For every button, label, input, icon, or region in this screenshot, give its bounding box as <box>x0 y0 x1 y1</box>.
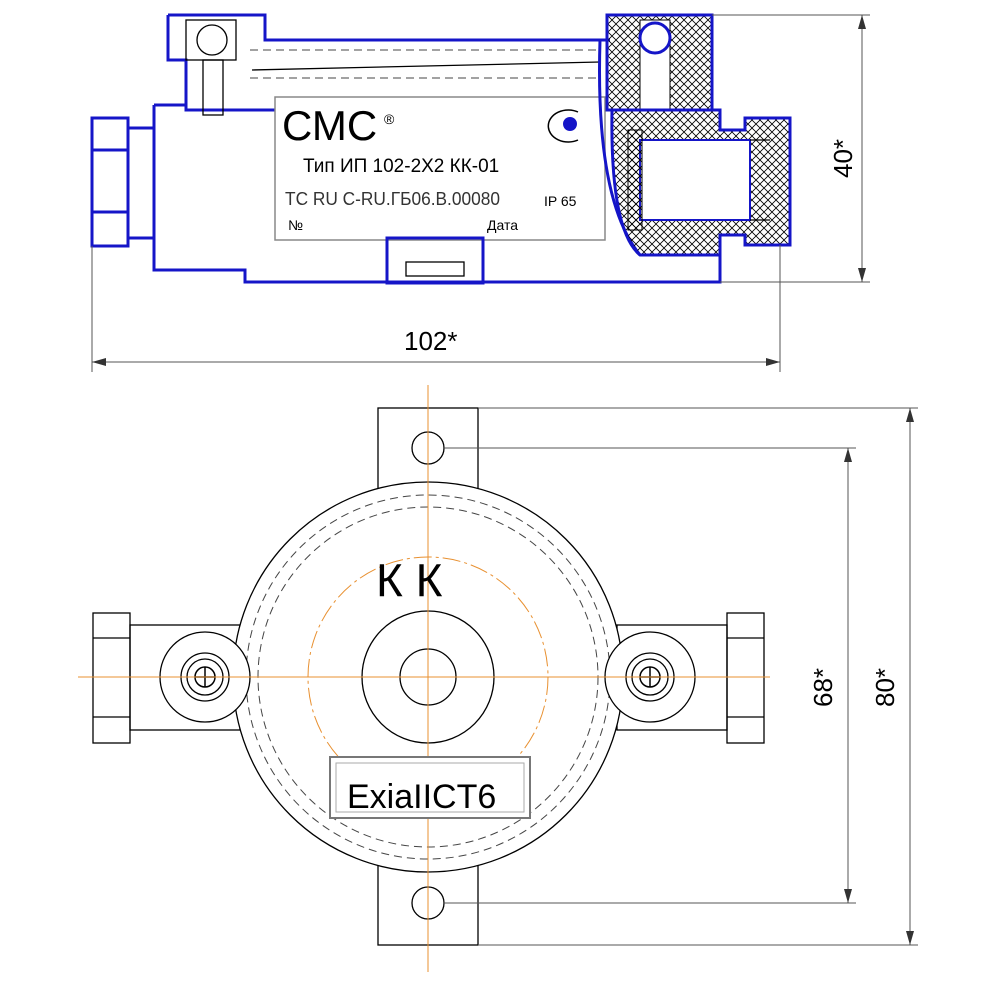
svg-text:102*: 102* <box>404 326 458 356</box>
gland-neck-left <box>126 126 156 240</box>
cover <box>166 13 610 110</box>
svg-text:80*: 80* <box>870 668 900 707</box>
date-label: Дата <box>487 217 518 233</box>
svg-text:СМС: СМС <box>282 102 377 149</box>
dimension-overall: 80* <box>478 407 918 946</box>
dimension-length: 102* <box>91 245 781 372</box>
screw-head-icon <box>196 24 228 56</box>
ex-marking: ExiaIICT6 <box>347 778 496 816</box>
svg-text:40*: 40* <box>828 139 858 178</box>
ex-marking-plate <box>329 756 531 819</box>
certificate-number: TC RU C-RU.ГБ06.В.00080 <box>285 189 500 209</box>
dimension-height: 40* <box>712 14 870 283</box>
device-type: Тип ИП 102-2Х2 КК-01 <box>303 156 499 177</box>
ip-rating: IP 65 <box>544 193 577 209</box>
certification-mark-icon <box>547 109 579 143</box>
cable-gland-nut-left <box>90 116 130 248</box>
side-view: СМС ® Тип ИП 102-2Х2 КК-01 TC RU C-RU.ГБ… <box>90 13 870 372</box>
screw-head-icon <box>638 21 672 55</box>
section-cut <box>598 13 792 257</box>
number-label: № <box>288 217 303 233</box>
svg-text:®: ® <box>384 111 395 127</box>
gland-nut-left <box>92 612 131 744</box>
gland-nut-right <box>726 612 765 744</box>
brand-logo: СМС ® <box>282 102 395 149</box>
dimension-hole-spacing: 68* <box>444 447 856 904</box>
top-view: К К ExiaIICT6 68* 80* <box>78 385 918 972</box>
kk-marking: К К <box>376 554 443 606</box>
mounting-clip <box>385 236 485 285</box>
svg-text:68*: 68* <box>808 668 838 707</box>
